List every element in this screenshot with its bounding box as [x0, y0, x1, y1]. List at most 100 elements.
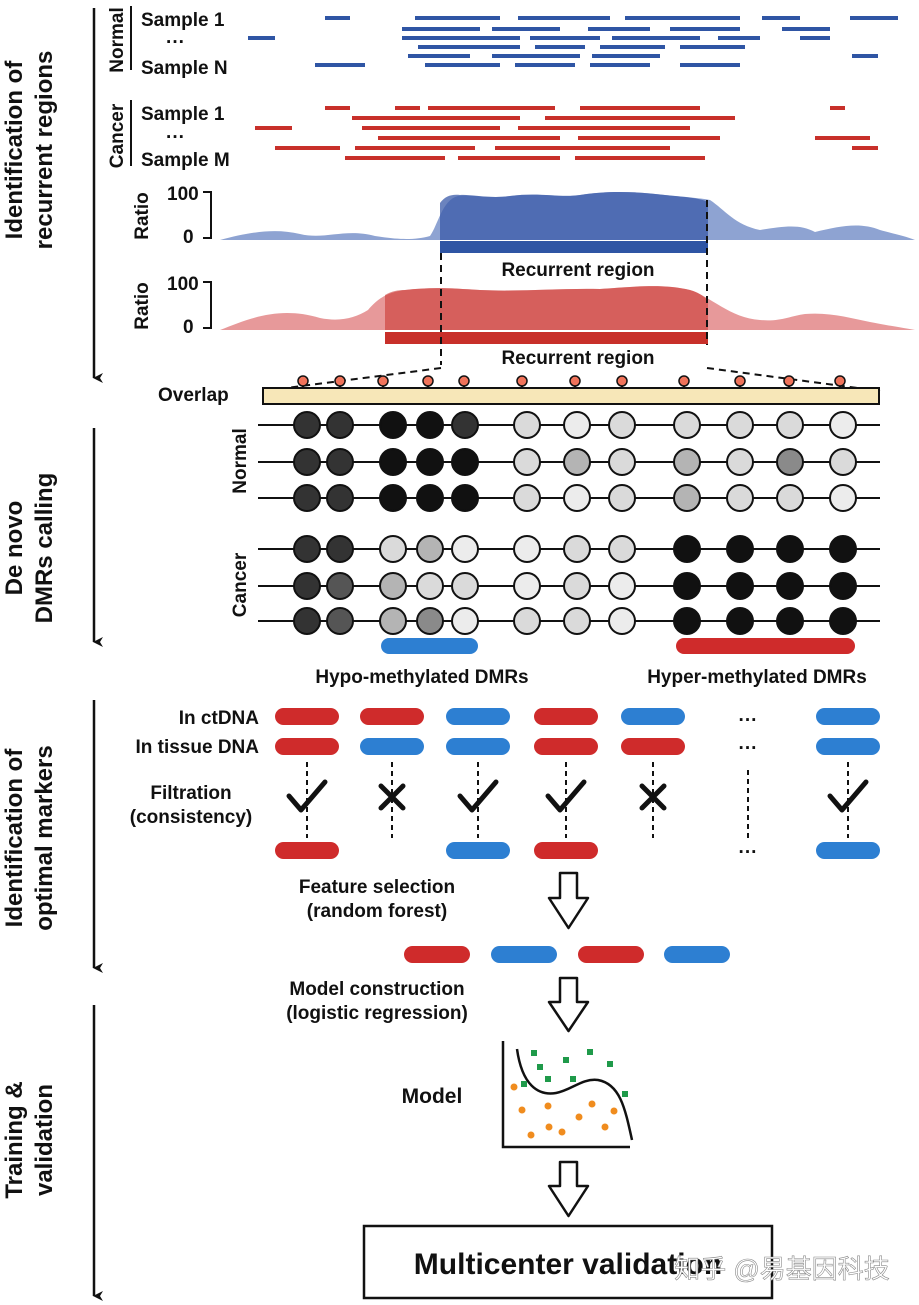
cpg-site — [829, 484, 857, 512]
hyper-dmr-label: Hyper-methylated DMRs — [647, 667, 867, 688]
normal-recurrent-label: Recurrent region — [501, 260, 654, 281]
stage-training-validation: Training & validation — [1, 1005, 103, 1301]
cpg-site — [563, 607, 591, 635]
model-construction-arrow — [547, 976, 590, 1033]
ctdna-label: In ctDNA — [179, 708, 260, 729]
cpg-site — [513, 535, 541, 563]
ctdna-marker — [534, 708, 598, 725]
multicenter-validation-label: Multicenter validation — [414, 1248, 722, 1281]
cpg-site — [829, 411, 857, 439]
cpg-site — [673, 411, 701, 439]
cpg-site — [563, 484, 591, 512]
hyper-dmr-bar — [676, 638, 855, 654]
cancer-ratio-axis — [203, 281, 212, 329]
stage-training-line1: Training & — [1, 1081, 28, 1198]
overlap-pin — [569, 375, 581, 387]
check-icon — [457, 779, 499, 813]
cpg-site — [513, 448, 541, 476]
hypo-dmr-label: Hypo-methylated DMRs — [315, 667, 528, 688]
marker-columns — [275, 708, 880, 859]
ctdna-marker — [360, 708, 424, 725]
cancer-cpg-label: Cancer — [230, 552, 251, 617]
normal-sample-last: Sample N — [141, 58, 228, 79]
selected-marker — [664, 946, 730, 963]
cpg-site — [451, 535, 479, 563]
check-icon — [827, 779, 869, 813]
overlap-pin — [334, 375, 346, 387]
stage-recurrent-regions: Identification of recurrent regions — [1, 8, 103, 383]
normal-group-label: Normal — [107, 7, 128, 72]
ctdna-marker — [275, 708, 339, 725]
cpg-site — [379, 411, 407, 439]
selected-marker — [578, 946, 644, 963]
overlap-bar — [262, 387, 880, 405]
normal-cpg-label: Normal — [230, 428, 251, 493]
tissue-marker — [534, 738, 598, 755]
cancer-sample-first: Sample 1 — [141, 104, 225, 125]
cpg-site — [416, 572, 444, 600]
cpg-site — [563, 535, 591, 563]
class-b-point — [510, 1083, 518, 1091]
class-a-point — [607, 1061, 613, 1067]
filtered-ellipsis: ··· — [739, 842, 758, 863]
normal-recurrent-area — [440, 191, 708, 240]
cpg-site — [608, 411, 636, 439]
cpg-site — [451, 411, 479, 439]
overlap-pin — [516, 375, 528, 387]
feature-selection-label: Feature selection — [299, 877, 455, 898]
cpg-site — [293, 535, 321, 563]
cpg-site — [776, 572, 804, 600]
cpg-site — [726, 484, 754, 512]
cpg-site — [451, 484, 479, 512]
class-b-point — [544, 1102, 552, 1110]
cpg-matrix — [258, 411, 880, 635]
markers-panel: In ctDNA In tissue DNA Filtration (consi… — [130, 708, 880, 963]
cpg-site — [513, 572, 541, 600]
cancer-group-label: Cancer — [107, 103, 128, 168]
overlap-pin — [458, 375, 470, 387]
cpg-site — [379, 448, 407, 476]
normal-ratio-tick-high: 100 — [167, 184, 199, 205]
ctdna-marker — [446, 708, 510, 725]
class-a-point — [521, 1081, 527, 1087]
cpg-site — [513, 484, 541, 512]
class-b-point — [588, 1100, 596, 1108]
hypo-dmr-bar — [381, 638, 478, 654]
cpg-site — [513, 607, 541, 635]
class-a-point — [545, 1076, 551, 1082]
cpg-site — [416, 607, 444, 635]
cpg-site — [326, 484, 354, 512]
selected-marker — [491, 946, 557, 963]
cpg-site — [829, 607, 857, 635]
cpg-site — [379, 607, 407, 635]
overlap-pins — [297, 375, 846, 388]
cancer-recurrent-bar — [385, 332, 708, 344]
ctdna-marker — [621, 708, 685, 725]
model-points — [510, 1049, 628, 1139]
cancer-recurrent-area — [385, 286, 708, 330]
cpg-site — [726, 411, 754, 439]
cpg-site — [776, 411, 804, 439]
cpg-site — [608, 535, 636, 563]
cpg-site — [326, 535, 354, 563]
normal-ratio-axis — [203, 191, 212, 239]
class-b-point — [527, 1131, 535, 1139]
overlap-pin — [377, 375, 389, 387]
tissue-label: In tissue DNA — [135, 737, 259, 758]
stage-denovo-line2: DMRs calling — [31, 473, 58, 624]
filtered-marker — [275, 842, 339, 859]
cpg-site — [673, 448, 701, 476]
cpg-site — [416, 448, 444, 476]
cancer-ellipsis: ··· — [166, 127, 185, 148]
cpg-site — [293, 484, 321, 512]
cpg-site — [326, 411, 354, 439]
cpg-site — [608, 484, 636, 512]
class-a-point — [587, 1049, 593, 1055]
selected-markers — [404, 946, 730, 963]
class-b-point — [610, 1107, 618, 1115]
stage-optimal-markers: Identification of optimal markers — [1, 700, 103, 973]
cancer-ratio-axis-label: Ratio — [132, 282, 153, 330]
cpg-site — [416, 535, 444, 563]
overlap-label: Overlap — [158, 385, 229, 406]
cpg-site — [293, 411, 321, 439]
